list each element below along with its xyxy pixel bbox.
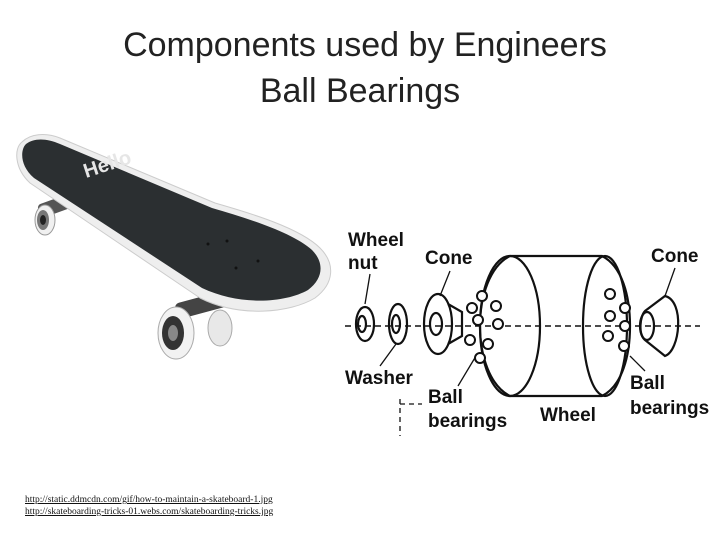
line-art xyxy=(345,254,700,436)
label-ball-bearings-left-2: bearings xyxy=(428,411,507,432)
label-wheel: Wheel xyxy=(540,405,596,426)
label-cone-left: Cone xyxy=(425,248,473,269)
label-wheel-nut-1: Wheel xyxy=(348,230,404,251)
skateboard-image: Hello xyxy=(16,134,332,360)
deck-grip xyxy=(22,139,321,301)
bearing-diagram: Wheel nut Cone Cone Washer Ball bearings… xyxy=(345,230,709,436)
slide-title: Components used by Engineers Ball Bearin… xyxy=(0,22,720,114)
label-wheel-nut-2: nut xyxy=(348,253,378,274)
title-line-1: Components used by Engineers xyxy=(123,26,607,64)
ball-bearings-right xyxy=(602,288,631,352)
front-wheels xyxy=(157,289,235,360)
bolt-holes xyxy=(206,239,260,270)
source-link-1[interactable]: http://static.ddmcdn.com/gif/how-to-main… xyxy=(25,495,273,505)
source-link-2[interactable]: http://skateboarding-tricks-01.webs.com/… xyxy=(25,507,274,517)
label-ball-bearings-right-1: Ball xyxy=(630,373,665,394)
label-ball-bearings-left-1: Ball xyxy=(428,387,463,408)
label-ball-bearings-right-2: bearings xyxy=(630,398,709,419)
image-sources: http://static.ddmcdn.com/gif/how-to-main… xyxy=(25,494,273,518)
ball-bearings-left xyxy=(464,290,504,364)
title-line-2: Ball Bearings xyxy=(259,72,461,110)
label-washer: Washer xyxy=(345,368,414,389)
label-cone-right: Cone xyxy=(651,246,699,267)
